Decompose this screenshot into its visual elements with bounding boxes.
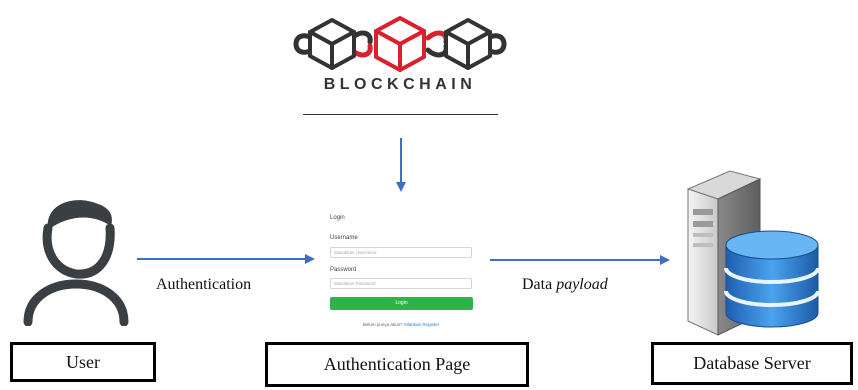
caption-database-server: Database Server [651, 342, 853, 385]
authentication-page-screenshot: Login Username Masukkan Username Passwor… [320, 205, 482, 335]
password-label: Password [330, 267, 357, 273]
blockchain-logo-text: BLOCKCHAIN [323, 76, 477, 93]
register-prompt-text: Belum punya akun? [362, 322, 403, 327]
user-icon [23, 200, 129, 326]
caption-authentication-page: Authentication Page [265, 342, 529, 387]
edge-label-data-payload: Data payload [522, 276, 608, 294]
edge-label-authentication: Authentication [156, 276, 252, 293]
username-field: Masukkan Username [330, 247, 472, 258]
register-link: Silahkan Register [403, 322, 440, 327]
login-button: Login [330, 297, 473, 310]
login-title: Login [330, 215, 345, 221]
database-server-icon [686, 170, 820, 336]
register-prompt: Belum punya akun? Silahkan Register [320, 322, 482, 327]
caption-user: User [10, 342, 156, 382]
password-field: Masukkan Password [330, 278, 472, 289]
username-label: Username [330, 235, 358, 241]
edge-label-payload: payload [556, 276, 608, 293]
logo-divider [303, 114, 498, 115]
edge-label-data: Data [522, 276, 553, 293]
blockchain-logo-icon [293, 16, 507, 72]
